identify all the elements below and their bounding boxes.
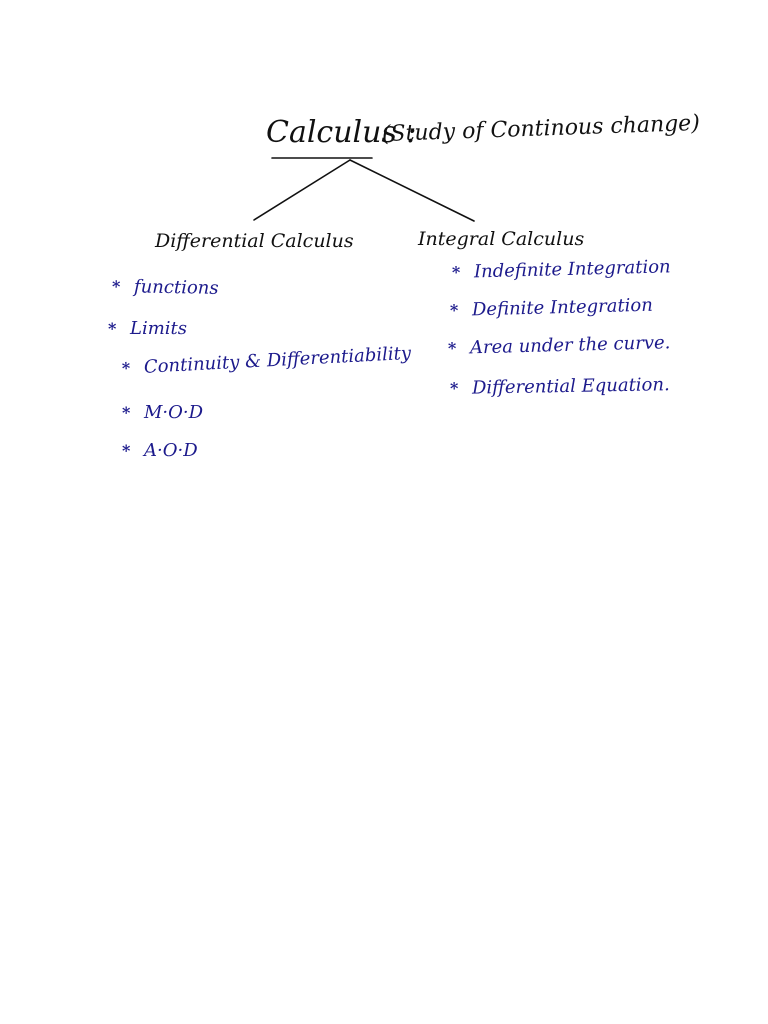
asterisk-icon: * xyxy=(111,277,121,297)
list-item-text: A·O·D xyxy=(144,440,198,461)
asterisk-icon: * xyxy=(121,358,131,378)
list-item: * Limits xyxy=(108,320,187,338)
asterisk-icon: * xyxy=(122,441,131,460)
asterisk-icon: * xyxy=(449,300,459,320)
list-item-text: Limits xyxy=(130,318,188,339)
list-item: * functions xyxy=(111,276,219,299)
list-item: * Differential Equation. xyxy=(449,374,670,399)
branch-heading-differential: Differential Calculus xyxy=(155,230,354,252)
title-heading: Calculus : xyxy=(266,115,417,150)
list-item: * A·O·D xyxy=(122,442,198,460)
asterisk-icon: * xyxy=(108,319,117,338)
branch-heading-integral: Integral Calculus xyxy=(418,228,585,250)
list-item: * M·O·D xyxy=(122,404,203,422)
list-item-text: functions xyxy=(133,276,219,299)
branch-line-left xyxy=(253,159,351,221)
asterisk-icon: * xyxy=(122,403,131,422)
list-item-text: Differential Equation. xyxy=(471,374,670,399)
branch-line-right xyxy=(349,159,475,222)
asterisk-icon: * xyxy=(449,378,459,398)
asterisk-icon: * xyxy=(447,338,457,358)
asterisk-icon: * xyxy=(451,262,461,282)
list-item-text: M·O·D xyxy=(144,402,204,423)
